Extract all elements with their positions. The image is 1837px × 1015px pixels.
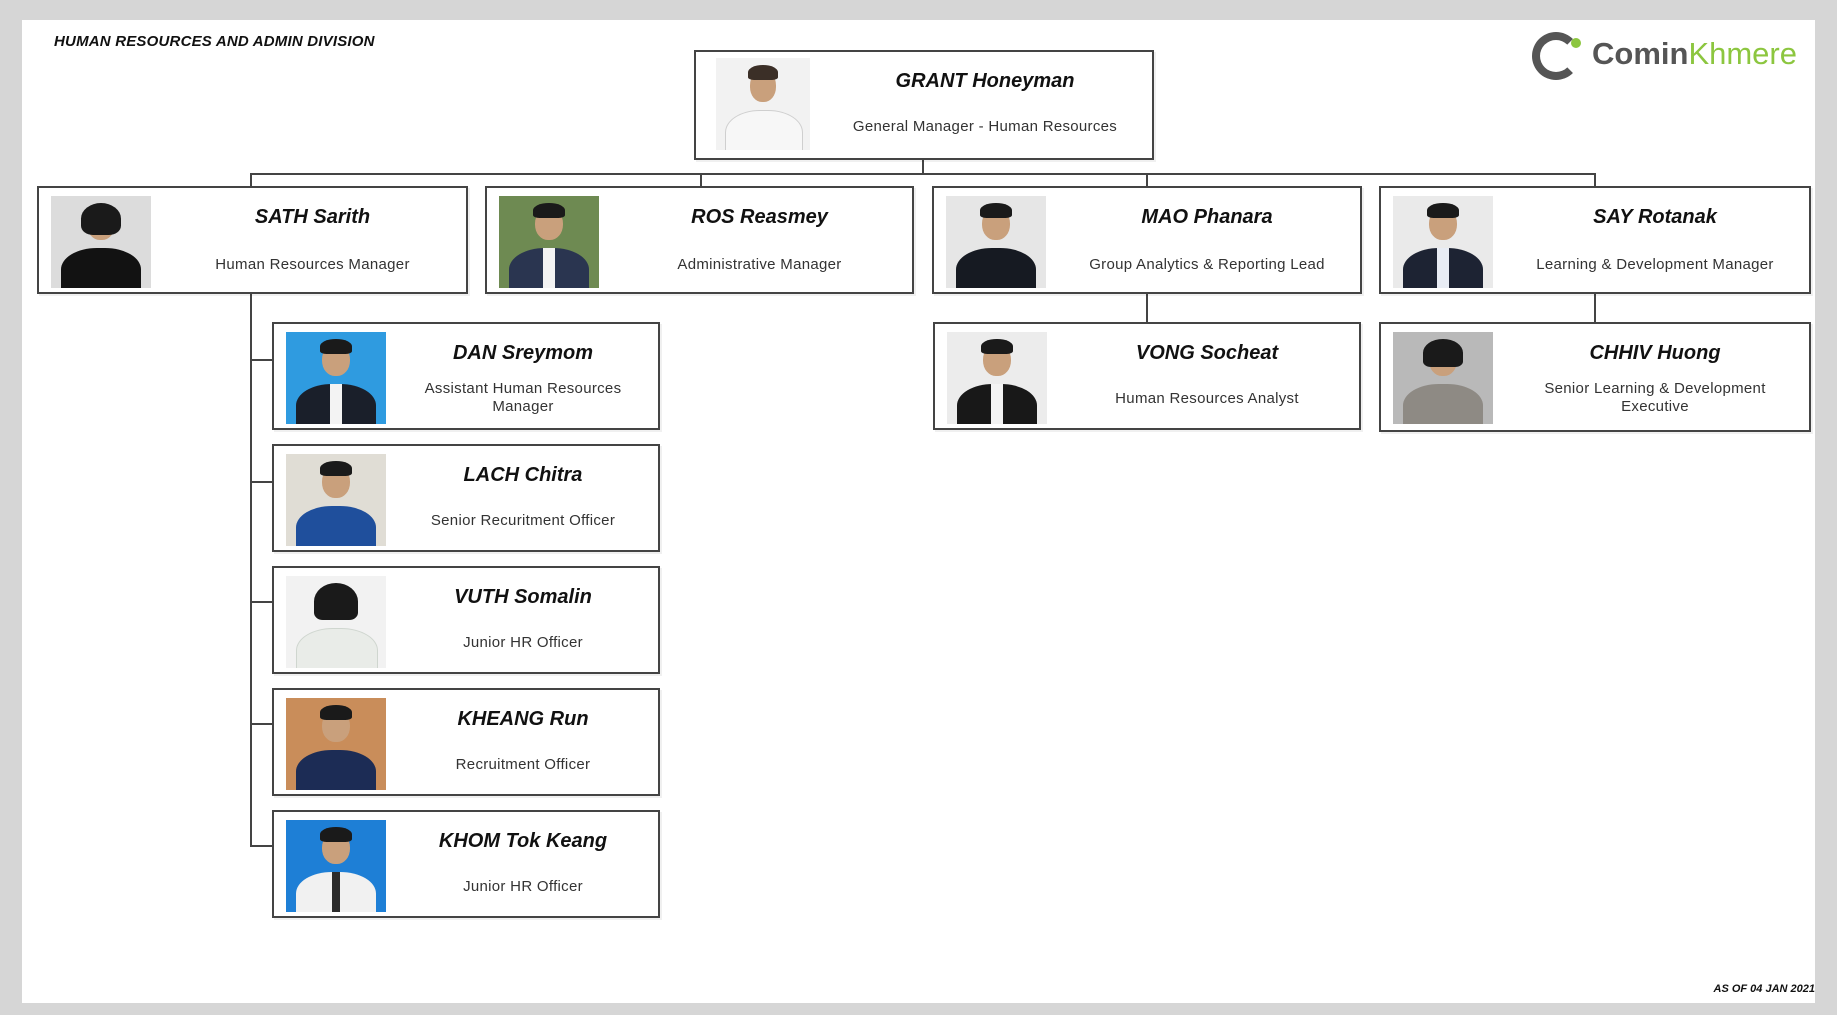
avatar [1393,332,1493,424]
person-name: CHHIV Huong [1589,342,1721,364]
connector-to-mao [1146,173,1148,188]
person-role: General Manager - Human Resources [852,118,1118,135]
avatar [286,698,386,790]
org-card-vong-socheat: VONG Socheat Human Resources Analyst [933,322,1361,430]
avatar-hair [320,339,352,355]
person-role: Administrative Manager [677,256,842,273]
person-name: SAY Rotanak [1593,206,1717,228]
logo-text-khmere: Khmere [1688,36,1797,71]
avatar-body [296,749,376,790]
avatar-body [1403,383,1483,424]
person-role: Junior HR Officer [463,878,583,895]
person-role: Senior Learning & Development Executive [1544,380,1766,415]
connector-to-kheang [250,723,272,725]
person-name: KHEANG Run [457,708,589,730]
avatar [286,332,386,424]
avatar-body [956,247,1036,288]
person-name: LACH Chitra [463,464,583,486]
avatar-body [296,627,378,668]
org-card-lach-chitra: LACH Chitra Senior Recuritment Officer [272,444,660,552]
person-role: Human Resources Analyst [1115,390,1299,407]
person-name: KHOM Tok Keang [438,830,608,852]
avatar-hair [980,203,1012,219]
connector-to-vong [1146,294,1148,322]
org-card-vuth-somalin: VUTH Somalin Junior HR Officer [272,566,660,674]
org-card-dan-sreymom: DAN Sreymom Assistant Human Resources Ma… [272,322,660,430]
connector-to-sath [250,173,252,188]
avatar-hair [320,461,352,477]
org-card-general-manager: GRANT Honeyman General Manager - Human R… [694,50,1154,160]
org-card-say-rotanak: SAY Rotanak Learning & Development Manag… [1379,186,1811,294]
org-card-sath-sarith: SATH Sarith Human Resources Manager [37,186,468,294]
avatar-hair [1427,203,1459,219]
avatar-body [296,505,376,546]
person-role: Senior Recuritment Officer [430,512,616,529]
avatar [286,820,386,912]
avatar-shirt [1437,247,1449,288]
avatar-shirt [330,383,342,424]
person-name: ROS Reasmey [691,206,828,228]
connector-to-lach [250,481,272,483]
person-role: Learning & Development Manager [1536,256,1774,273]
avatar [286,454,386,546]
connector-to-khom [250,845,272,847]
avatar [946,196,1046,288]
avatar-tie [332,871,340,912]
as-of-date: AS OF 04 JAN 2021 [1713,983,1816,995]
avatar [286,576,386,668]
avatar-body [61,247,141,288]
avatar [1393,196,1493,288]
person-name: GRANT Honeyman [895,70,1075,92]
avatar-hair [1423,339,1463,367]
person-name: VONG Socheat [1135,342,1279,364]
person-name: DAN Sreymom [452,342,594,364]
connector-manager-bus [250,173,1596,175]
connector-top-down [922,158,924,174]
avatar [947,332,1047,424]
logo-ring-icon [1532,32,1581,80]
connector-to-vuth [250,601,272,603]
connector-to-dan [250,359,272,361]
org-card-chhiv-huong: CHHIV Huong Senior Learning & Developmen… [1379,322,1811,432]
person-role: Junior HR Officer [463,634,583,651]
logo-text: CominKhmere [1592,36,1797,72]
connector-to-chhiv [1594,294,1596,322]
avatar-hair [81,203,121,235]
connector-to-ros [700,173,702,188]
avatar-hair [981,339,1013,355]
connector-to-say [1594,173,1596,188]
avatar-hair [314,583,358,621]
person-role: Recruitment Officer [455,756,591,773]
avatar-body [725,109,803,150]
org-card-ros-reasmey: ROS Reasmey Administrative Manager [485,186,914,294]
company-logo: CominKhmere [1532,30,1812,80]
avatar-hair [533,203,565,219]
avatar-hair [320,705,352,721]
avatar [499,196,599,288]
avatar-shirt [543,247,555,288]
org-card-kheang-run: KHEANG Run Recruitment Officer [272,688,660,796]
person-role: Group Analytics & Reporting Lead [1089,256,1325,273]
division-title: HUMAN RESOURCES AND ADMIN DIVISION [54,33,375,50]
logo-text-comin: Comin [1592,36,1689,71]
avatar-hair [320,827,352,843]
person-name: VUTH Somalin [454,586,592,608]
person-role: Human Resources Manager [215,256,410,273]
person-name: SATH Sarith [254,206,371,228]
avatar [716,58,810,150]
avatar-shirt [991,383,1003,424]
avatar-hair [747,65,779,81]
connector-hr-spine [250,294,252,847]
person-role: Assistant Human Resources Manager [424,380,622,415]
org-card-mao-phanara: MAO Phanara Group Analytics & Reporting … [932,186,1362,294]
avatar [51,196,151,288]
person-name: MAO Phanara [1141,206,1273,228]
org-card-khom-tok-keang: KHOM Tok Keang Junior HR Officer [272,810,660,918]
